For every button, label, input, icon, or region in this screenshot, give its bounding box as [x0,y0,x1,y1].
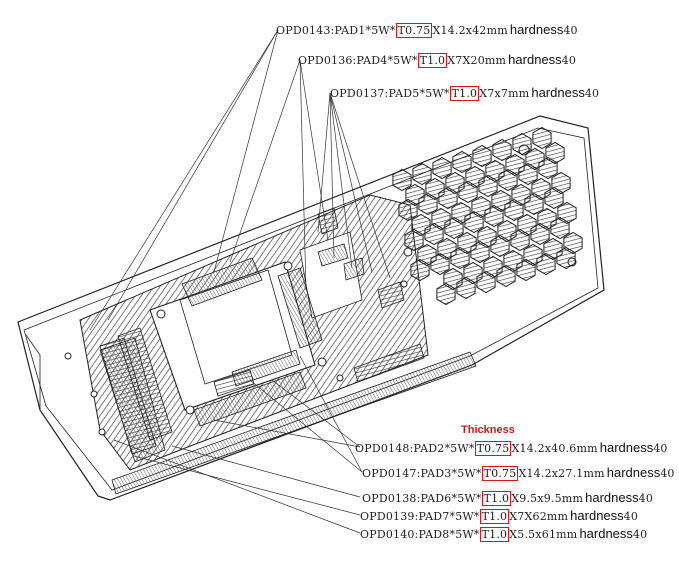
vent-cell [444,216,464,240]
hardness-value: 40 [660,467,675,480]
vent-cell [412,162,432,186]
thickness-value: T1.0 [417,53,448,68]
vent-cell [536,252,556,276]
vent-cell [436,282,456,306]
pad-dimensions: X5.5x61mm [509,528,578,541]
vent-cell [430,252,450,276]
vent-cell [556,246,576,270]
pad-5 [317,243,349,267]
pad-4 [277,267,323,349]
hardness-label: hardness [531,85,585,100]
pad-8 [117,327,173,441]
hardness-label: hardness [508,52,562,67]
pad-code: OPD0136:PAD4*5W* [298,54,418,67]
pad-code: OPD0138:PAD6*5W* [362,492,482,505]
pad-dimensions: X14.2x40.6mm [511,442,598,455]
hardness-label: hardness [585,490,639,505]
vent-cell [498,168,518,192]
thickness-value: T1.0 [479,527,510,542]
hardness-label: hardness [509,22,564,37]
vent-cell [404,228,424,252]
hardness-label: hardness [599,440,654,455]
pad-1 [181,257,263,307]
vent-cell [418,192,438,216]
pad-code: OPD0140:PAD8*5W* [360,528,480,541]
vent-cell [516,258,536,282]
thickness-value: T0.75 [474,441,512,456]
vent-cell [524,192,544,216]
vent-cell [432,156,452,180]
vent-cell [452,150,472,174]
thickness-value: T1.0 [481,491,512,506]
pad-6 [343,257,365,281]
vent-cell [438,186,458,210]
thickness-value: T1.0 [449,86,480,101]
pad-dimensions: X14.2x42mm [432,24,508,37]
vent-cell [472,144,492,168]
vent-cell [470,240,490,264]
hardness-label: hardness [570,508,624,523]
thickness-annotation: Thickness [461,424,515,436]
hardness-label: hardness [579,526,633,541]
vent-cell [398,198,418,222]
vent-cell [550,216,570,240]
thickness-value: T0.75 [395,23,433,38]
vent-cell [544,186,564,210]
pad-dimensions: X7X62mm [509,510,569,523]
vent-cell [484,204,504,228]
thickness-value: T1.0 [479,509,510,524]
hardness-value: 40 [623,510,639,523]
pad-code: OPD0143:PAD1*5W* [276,24,396,37]
pad-dimensions: X14.2x27.1mm [518,467,605,480]
vent-cell [538,156,558,180]
vent-cell [496,264,516,288]
hardness-value: 40 [653,442,668,455]
pad-dimensions: X7x7mm [479,87,530,100]
hardness-label: hardness [606,465,661,480]
hardness-value: 40 [632,528,648,541]
vent-cell [518,162,538,186]
vent-cell [492,138,512,162]
leader-lines [89,29,391,534]
vent-cell [490,234,510,258]
vent-cell [392,168,412,192]
vent-cell [456,276,476,300]
hardness-value: 40 [638,492,654,505]
pad-code: OPD0148:PAD2*5W* [355,442,475,455]
pad-code: OPD0139:PAD7*5W* [360,510,480,523]
vent-cell [450,246,470,270]
vent-cell [504,198,524,222]
vent-cell [476,270,496,294]
vent-cell [458,180,478,204]
hardness-value: 40 [563,24,578,37]
thermal-pads [99,207,425,455]
vent-cell [510,228,530,252]
vent-cell [410,258,430,282]
pad-code: OPD0137:PAD5*5W* [330,87,450,100]
vent-cell [478,174,498,198]
pad-dimensions: X9.5x9.5mm [511,492,584,505]
vent-cell [532,126,552,150]
pad-2 [193,371,307,427]
vent-cell [530,222,550,246]
pad-dimensions: X7X20mm [447,54,507,67]
hardness-value: 40 [584,87,600,100]
vent-cell [424,222,444,246]
thickness-value: T0.75 [481,466,519,481]
hardness-value: 40 [561,54,577,67]
vent-cell [464,210,484,234]
pad-7 [99,337,157,455]
vent-honeycomb [392,126,583,306]
pad-code: OPD0147:PAD3*5W* [362,467,482,480]
vent-cell [512,132,532,156]
